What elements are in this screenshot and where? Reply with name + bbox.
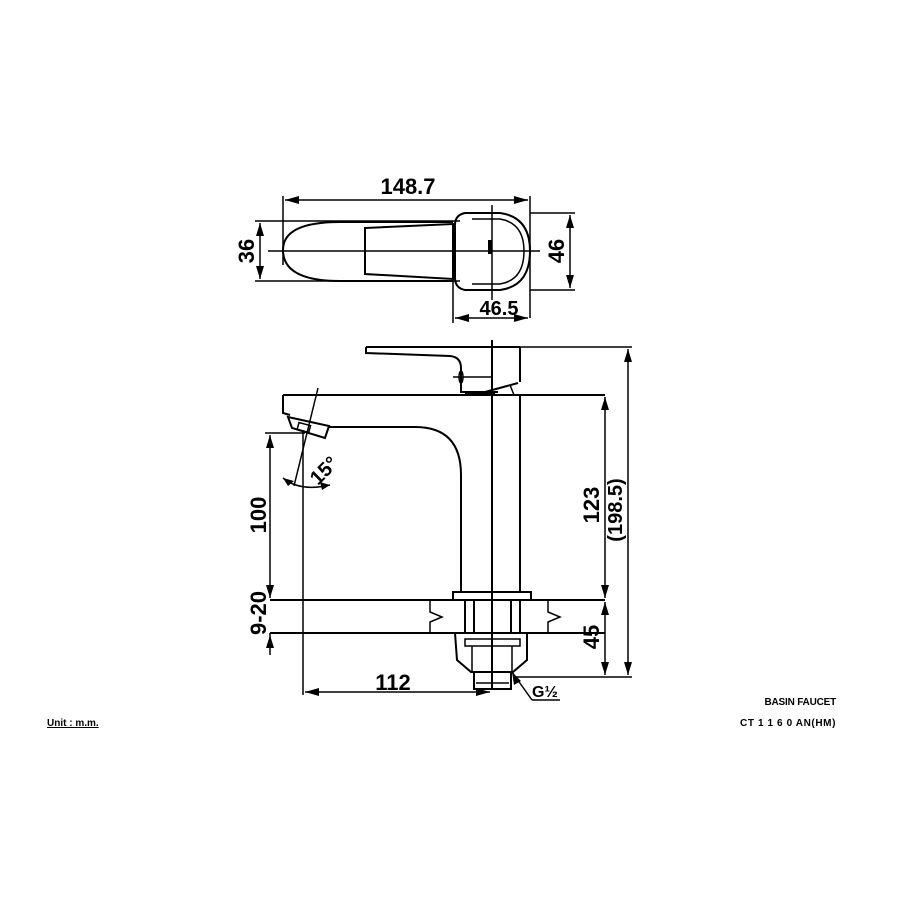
dim-spout-reach: 112: [375, 670, 411, 695]
top-view: 148.7 36 46 46.5: [234, 174, 575, 323]
dim-thread-length: 45: [579, 625, 604, 649]
dim-body-height: 123: [579, 487, 604, 524]
dim-thread-size: G½: [532, 684, 558, 701]
product-name: BASIN FAUCET: [764, 697, 837, 708]
dim-spout-angle: 15°: [306, 453, 343, 490]
dim-overall-height: (198.5): [605, 478, 627, 541]
dim-lever-width: 36: [234, 239, 259, 263]
dim-counter-thickness: 9-20: [246, 591, 271, 635]
dim-body-width: 46: [544, 239, 569, 263]
unit-label: Unit : m.m.: [47, 718, 99, 729]
dim-spout-height: 100: [246, 497, 271, 534]
model-code: CT 1 1 6 0 AN(HM): [740, 718, 836, 729]
dim-body-depth: 46.5: [480, 298, 519, 320]
dim-overall-length: 148.7: [380, 174, 435, 199]
side-view: 15° 100 9-20 112: [246, 340, 632, 701]
